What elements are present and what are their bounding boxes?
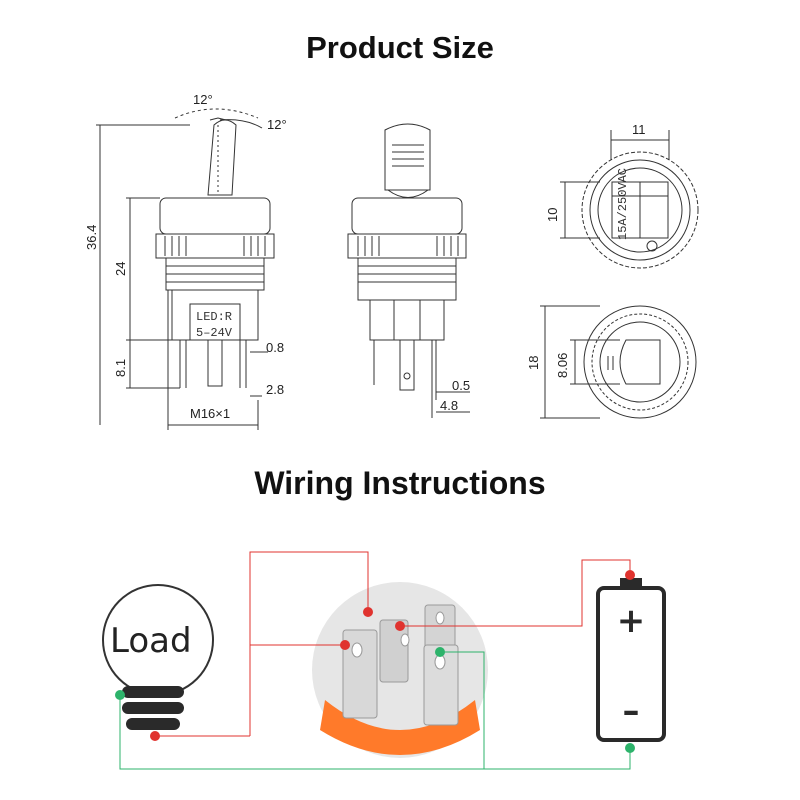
top-view-drawing [560,130,699,269]
led-label: LED:R [196,310,232,324]
pin-thickness-label: 0.8 [266,340,284,355]
green-connection-dots [115,647,635,753]
red-connection-dots [150,570,635,741]
bottom-view-drawing [540,305,697,419]
tab-thickness-label: 0.5 [452,378,470,393]
battery-plus-sign: + [617,601,646,641]
front-view-drawing [96,108,275,430]
bottom-outer-label: 18 [526,356,541,370]
top-height-label: 10 [545,208,560,222]
angle-left-label: 12° [193,92,213,107]
load-label: Load [110,621,192,661]
battery-minus-sign: – [623,691,640,731]
positive-wires [155,551,631,737]
tab-width-label: 4.8 [440,398,458,413]
pin-height-label: 8.1 [113,359,128,377]
product-size-heading: Product Size [306,30,494,65]
rating-label: 15A/250VAC [616,168,630,240]
thread-label: M16×1 [190,406,230,421]
voltage-label: 5–24V [196,326,233,340]
ground-wires [119,651,631,770]
bottom-inner-label: 8.06 [555,353,570,378]
battery-icon [596,578,666,742]
load-bulb [102,584,214,730]
wiring-instructions-heading: Wiring Instructions [254,465,546,501]
side-view-drawing [347,123,470,418]
body-height-label: 24 [113,262,128,276]
pin-spacing-label: 2.8 [266,382,284,397]
total-height-label: 36.4 [84,225,99,250]
switch-illustration [312,582,488,758]
top-width-label: 11 [632,122,646,137]
angle-right-label: 12° [267,117,287,132]
